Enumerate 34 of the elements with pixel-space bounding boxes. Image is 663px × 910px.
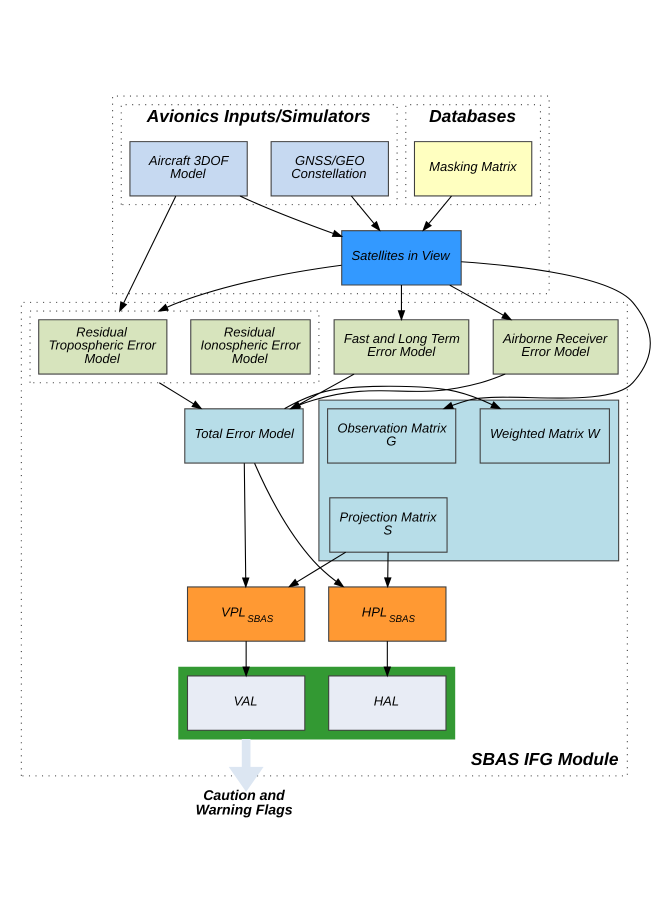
cluster	[29, 310, 320, 383]
arrow	[450, 284, 512, 320]
arrow	[119, 195, 176, 312]
arrow	[158, 382, 203, 409]
node-box: Residual Tropospheric Error Model	[38, 318, 168, 374]
arrow	[384, 552, 392, 588]
node-box: Residual Ionospheric Error Model	[190, 318, 311, 374]
arrow	[228, 738, 264, 792]
arrow	[242, 640, 250, 677]
node-box: Aircraft 3DOF Model	[129, 140, 248, 196]
node-text: Caution and Warning Flags	[196, 786, 293, 817]
arrow	[157, 264, 342, 312]
arrow	[350, 195, 381, 232]
arrow	[398, 284, 406, 321]
node-box: Airborne Receiver Error Model	[492, 318, 619, 374]
node-box: Masking Matrix	[414, 140, 532, 196]
node-box: Total Error Model	[184, 408, 304, 464]
node-box: Satellites in View	[341, 230, 462, 286]
node-box: VAL	[186, 674, 306, 730]
arrow	[442, 260, 651, 409]
arrow	[254, 462, 345, 588]
node-box: HPL$_{SBAS}$	[328, 586, 447, 642]
node-box: Projection Matrix S	[329, 496, 448, 552]
arrow	[240, 194, 344, 237]
node-box: Weighted Matrix W	[480, 408, 610, 464]
node-box: Observation Matrix G	[327, 408, 456, 464]
arrow	[384, 640, 392, 677]
node-box: VPL$_{SBAS}$	[186, 586, 306, 642]
node-box: GNSS/GEO Constellation	[270, 140, 389, 196]
node-box: HAL	[328, 674, 447, 730]
arrow	[242, 462, 250, 588]
arrow	[422, 195, 452, 232]
node-box: Fast and Long Term Error Model	[334, 318, 470, 374]
cluster	[112, 94, 550, 294]
